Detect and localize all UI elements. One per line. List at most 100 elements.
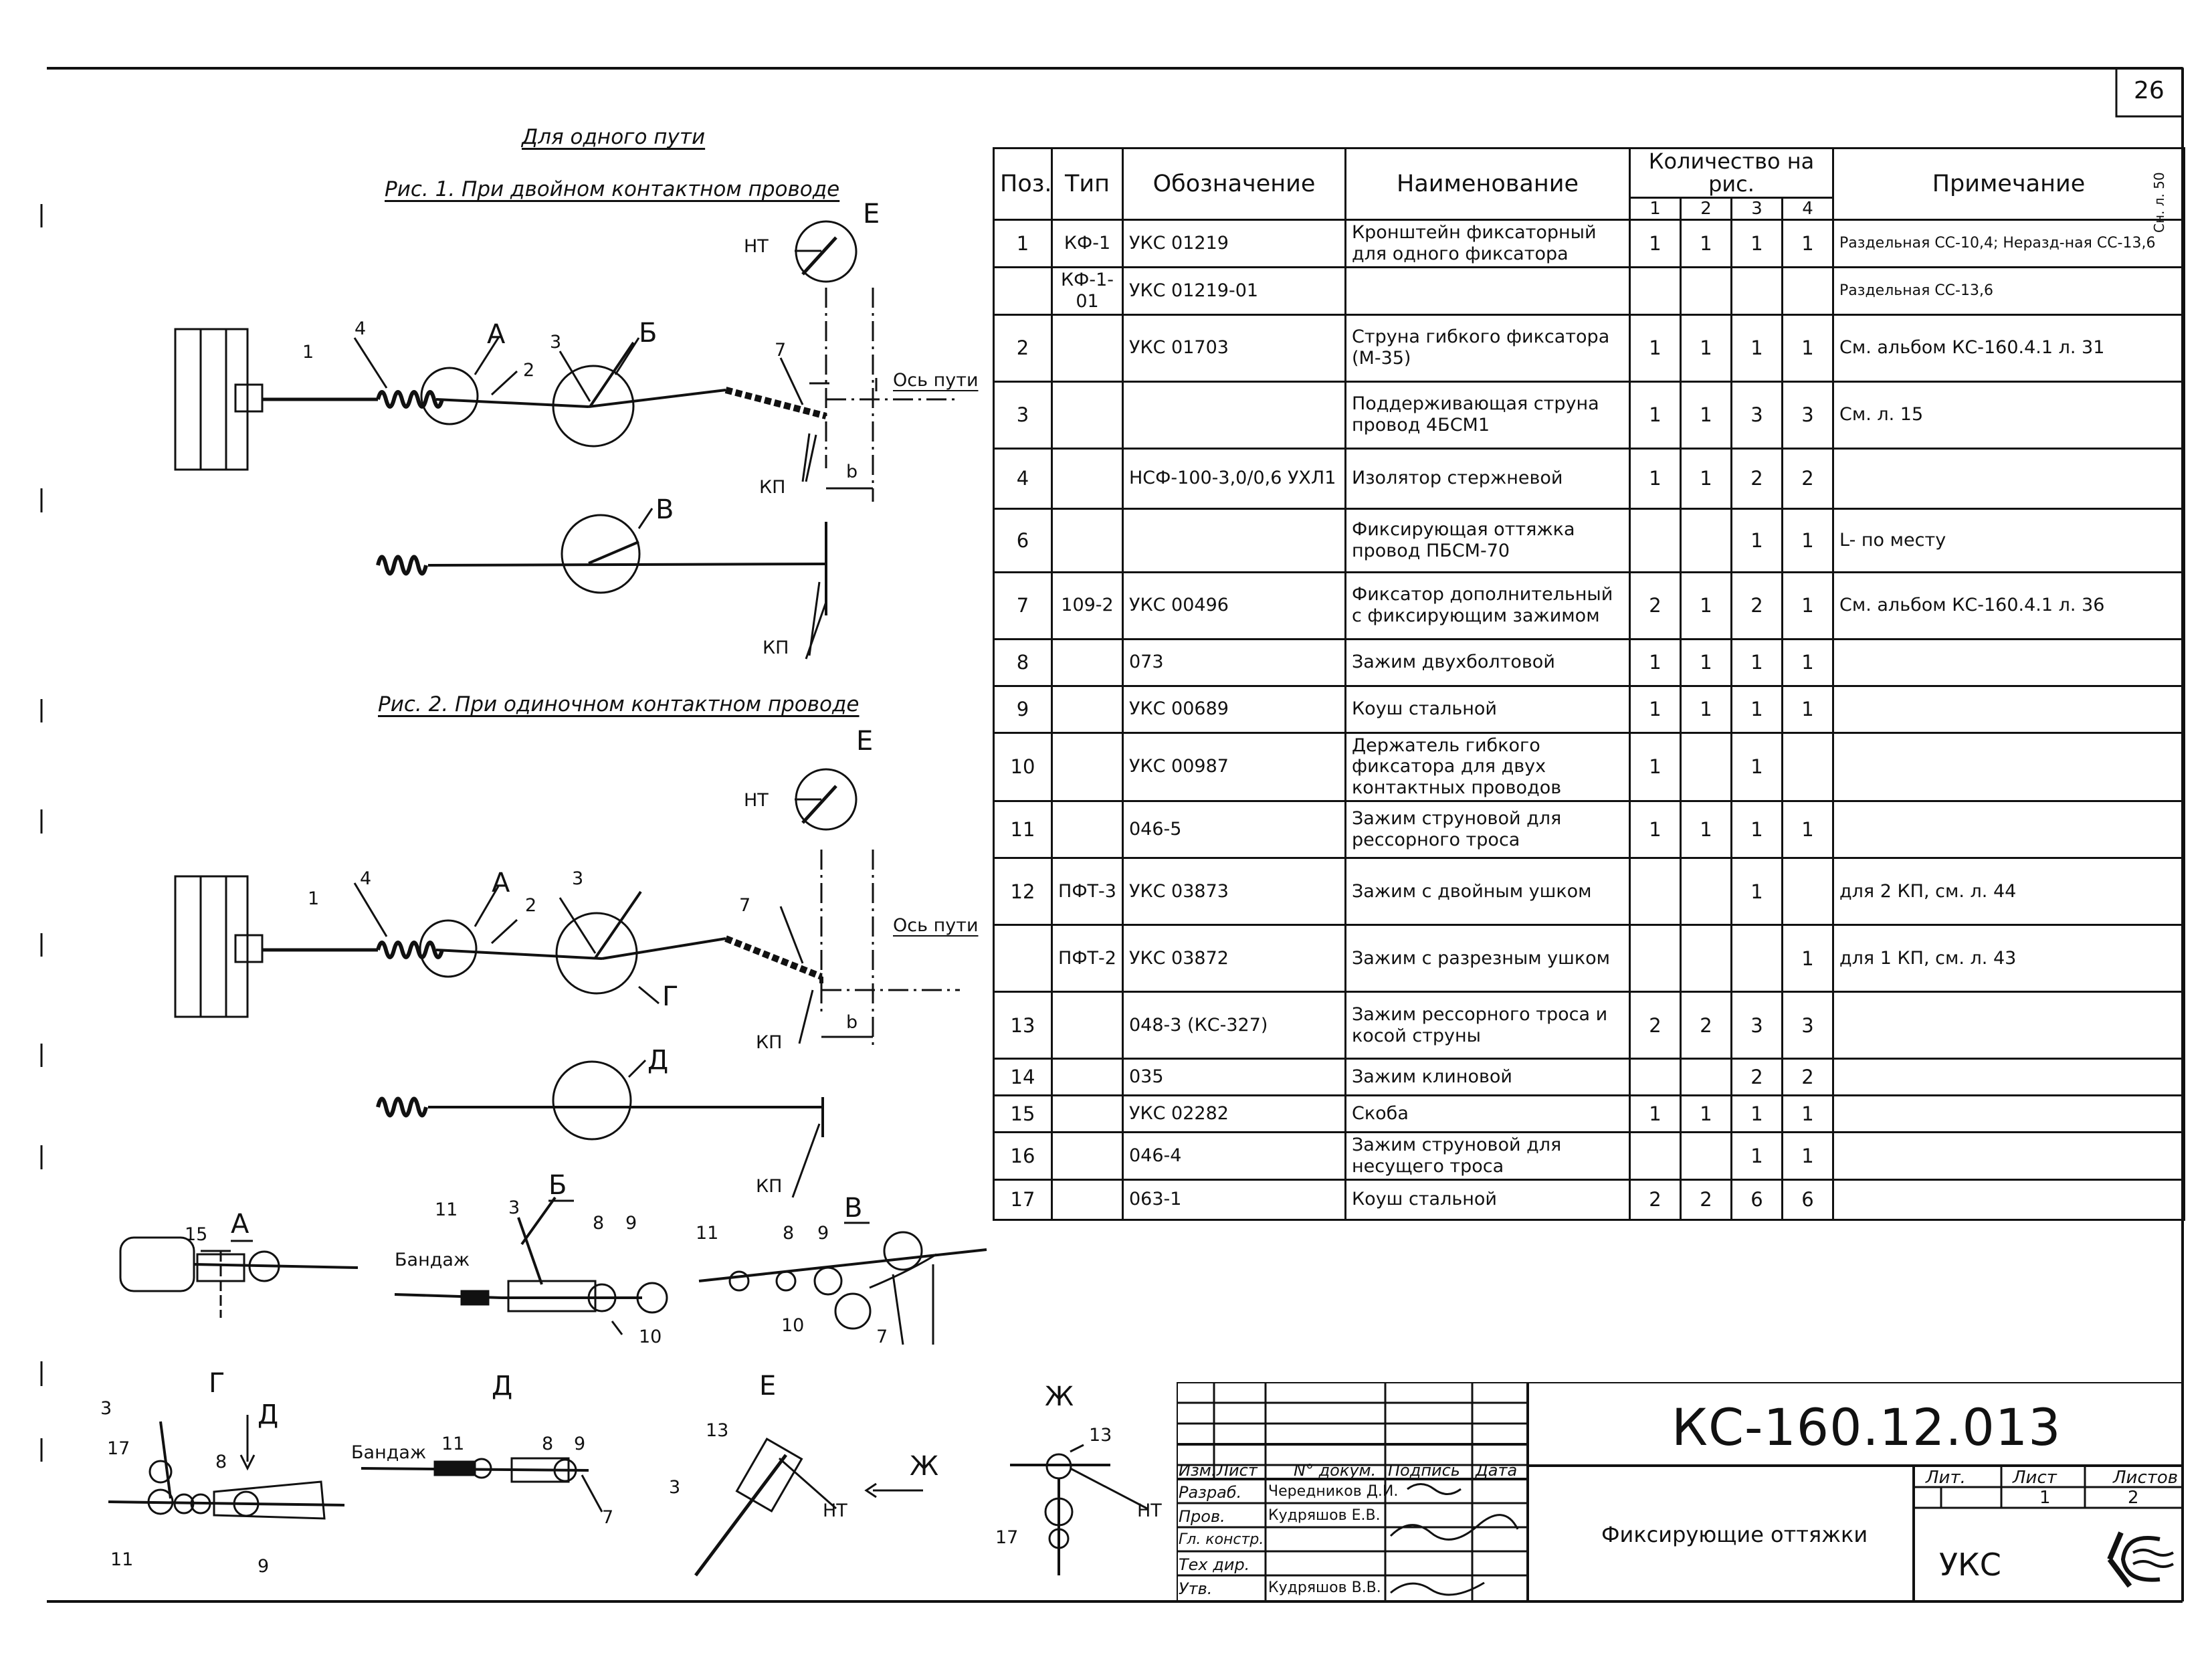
cell-note — [1832, 731, 2185, 803]
callout-3-fig1: 3 — [550, 332, 562, 353]
cell-qty-1: 1 — [1629, 447, 1682, 510]
detail-callout-9-d: 9 — [574, 1434, 586, 1454]
cell-note: Раздельная СС-13,6 — [1832, 266, 2185, 316]
header-qty-4: 4 — [1781, 197, 1834, 221]
label-b-2: b — [846, 1012, 858, 1033]
cell-name: Поддерживающая струна провод 4БСМ1 — [1344, 380, 1631, 450]
letter-b-1: Б — [639, 318, 658, 349]
cell-note: Раздельная СС-10,4; Неразд-ная СС-13,6 — [1832, 219, 2185, 268]
cell-qty-1: 1 — [1629, 380, 1682, 450]
letter-a-1: А — [487, 319, 506, 350]
fig1-view-v-drawing — [376, 508, 827, 660]
detail-callout-17-zh: 17 — [995, 1527, 1019, 1548]
callout-2-fig2: 2 — [525, 895, 537, 916]
label-kp-3: КП — [756, 1032, 783, 1053]
cell-type: 109-2 — [1051, 571, 1124, 640]
detail-callout-10-v: 10 — [781, 1315, 805, 1336]
callout-4-fig2: 4 — [360, 868, 372, 889]
ks-logo — [2107, 1531, 2174, 1588]
cell-qty-1 — [1629, 266, 1682, 316]
detail-callout-13-e: 13 — [706, 1420, 729, 1441]
cell-qty-1: 1 — [1629, 313, 1682, 383]
detail-letter-d: Д — [492, 1371, 513, 1401]
detail-letter-e: Е — [759, 1371, 777, 1401]
detail-callout-10-b: 10 — [639, 1327, 662, 1347]
detail-letter-zh-arrow: Ж — [910, 1451, 939, 1482]
cell-designation: УКС 01219 — [1122, 219, 1346, 268]
detail-callout-11-b: 11 — [435, 1199, 458, 1220]
cell-note — [1832, 1131, 2185, 1181]
cell-designation: 046-5 — [1122, 800, 1346, 860]
callout-1-fig2: 1 — [308, 888, 320, 909]
cell-qty-1 — [1629, 1058, 1682, 1097]
label-ht-1: НТ — [744, 236, 769, 257]
cell-qty-2: 2 — [1680, 1178, 1732, 1221]
cell-qty-2: 1 — [1680, 447, 1732, 510]
cell-name: Зажим клиновой — [1344, 1058, 1631, 1097]
letter-e-2: Е — [856, 726, 874, 757]
cell-name: Изолятор стержневой — [1344, 447, 1631, 510]
cell-designation: 063-1 — [1122, 1178, 1346, 1221]
label-b-1: b — [846, 462, 858, 482]
cell-pos: 12 — [993, 857, 1053, 926]
cell-note — [1832, 1094, 2185, 1134]
tb-role-2: Гл. констр. — [1179, 1531, 1264, 1548]
cell-qty-3: 1 — [1730, 857, 1783, 926]
cell-note: для 2 КП, см. л. 44 — [1832, 857, 2185, 926]
label-kp-2: КП — [763, 638, 789, 658]
label-bandage-2: Бандаж — [351, 1442, 427, 1463]
detail-zh-drawing — [1010, 1444, 1148, 1575]
cell-pos: 4 — [993, 447, 1053, 510]
detail-letter-b: Б — [548, 1170, 567, 1201]
cell-note — [1832, 1178, 2185, 1221]
detail-callout-11-v: 11 — [696, 1223, 719, 1244]
header-qty-1: 1 — [1629, 197, 1682, 221]
cell-type — [1051, 731, 1124, 803]
cell-pos: 10 — [993, 731, 1053, 803]
detail-callout-7-d: 7 — [602, 1507, 614, 1528]
heading-track: Для одного пути — [522, 125, 706, 149]
cell-qty-2: 1 — [1680, 684, 1732, 734]
tb-title: Фиксирующие оттяжки — [1601, 1522, 1868, 1547]
cell-qty-3: 1 — [1730, 684, 1783, 734]
cell-qty-3: 2 — [1730, 1058, 1783, 1097]
detail-callout-9-v: 9 — [817, 1223, 829, 1244]
fig1-main-drawing — [174, 220, 960, 502]
cell-pos: 1 — [993, 219, 1053, 268]
specification-table: Поз. Тип Обозначение Наименование Количе… — [993, 147, 2185, 1221]
letter-e-1: Е — [863, 199, 880, 229]
cell-qty-2: 1 — [1680, 1094, 1732, 1134]
cell-qty-2 — [1680, 507, 1732, 573]
cell-pos: 9 — [993, 684, 1053, 734]
cell-qty-2: 1 — [1680, 380, 1732, 450]
tb-sheet-value: 1 — [2039, 1488, 2051, 1508]
cell-qty-2 — [1680, 1131, 1732, 1181]
cell-qty-3: 3 — [1730, 380, 1783, 450]
tb-person-4: Кудряшов В.В. — [1268, 1579, 1381, 1596]
cell-type: КФ-1 — [1051, 219, 1124, 268]
cell-designation: УКС 01219-01 — [1122, 266, 1346, 316]
cell-qty-4: 6 — [1781, 1178, 1834, 1221]
cell-name: Зажим струновой для несущего троса — [1344, 1131, 1631, 1181]
cell-qty-1 — [1629, 924, 1682, 993]
label-ht-2: НТ — [744, 790, 769, 811]
cell-qty-3: 1 — [1730, 638, 1783, 687]
cell-note: См. альбом КС-160.4.1 л. 31 — [1832, 313, 2185, 383]
tb-role-1: Пров. — [1179, 1507, 1225, 1526]
cell-qty-2: 2 — [1680, 991, 1732, 1060]
header-note: Примечание — [1832, 147, 2185, 221]
cell-type — [1051, 800, 1124, 860]
callout-3-fig2: 3 — [572, 868, 584, 889]
detail-callout-9-g: 9 — [258, 1556, 270, 1577]
cell-note: См. л. 15 — [1832, 380, 2185, 450]
detail-callout-3-e: 3 — [669, 1477, 681, 1498]
detail-v-drawing — [698, 1231, 987, 1345]
cell-qty-4: 2 — [1781, 447, 1834, 510]
cell-designation: УКС 01703 — [1122, 313, 1346, 383]
cell-name: Держатель гибкого фиксатора для двух кон… — [1344, 731, 1631, 803]
detail-letter-a: А — [231, 1209, 249, 1240]
